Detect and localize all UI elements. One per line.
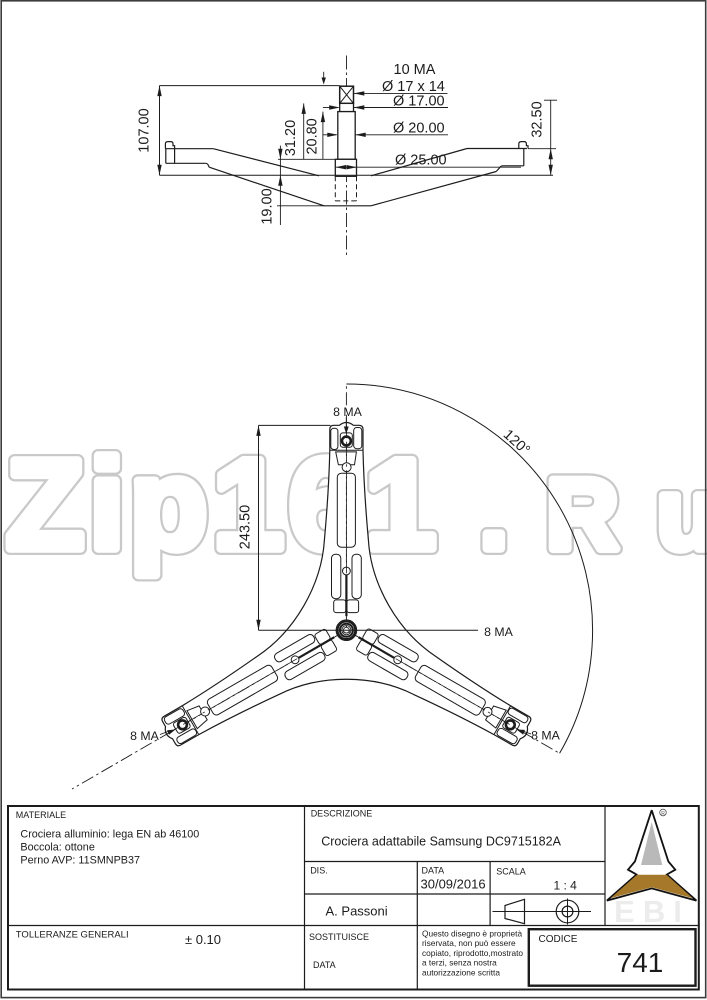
svg-text:DIS.: DIS. [310, 866, 328, 876]
svg-text:a terzi, senza nostra: a terzi, senza nostra [422, 958, 497, 968]
svg-text:Crociera adattabile Samsung DC: Crociera adattabile Samsung DC9715182A [321, 835, 561, 849]
svg-text:Ø 17 x 14: Ø 17 x 14 [382, 79, 445, 95]
svg-text:19.00: 19.00 [260, 188, 276, 224]
svg-text:EBI: EBI [614, 894, 690, 929]
svg-text:32.50: 32.50 [530, 101, 546, 137]
svg-text:8 MA: 8 MA [484, 625, 513, 639]
svg-text:A. Passoni: A. Passoni [326, 904, 388, 919]
svg-text:DATA: DATA [313, 960, 336, 970]
svg-text:autorizzazione scritta: autorizzazione scritta [422, 967, 500, 977]
svg-text:MATERIALE: MATERIALE [16, 810, 66, 820]
svg-text:SCALA: SCALA [496, 867, 526, 877]
svg-text:DATA: DATA [422, 866, 445, 876]
svg-text:243.50: 243.50 [238, 505, 254, 549]
svg-text:± 0.10: ± 0.10 [185, 932, 221, 947]
svg-text:Perno AVP: 11SMNPB37: Perno AVP: 11SMNPB37 [20, 855, 140, 867]
svg-text:Ø 20.00: Ø 20.00 [393, 120, 445, 136]
svg-text:Crociera alluminio: lega EN ab: Crociera alluminio: lega EN ab 46100 [20, 829, 199, 841]
svg-text:10 MA: 10 MA [394, 62, 436, 78]
svg-text:copiato, riprodotto,mostrato: copiato, riprodotto,mostrato [422, 948, 523, 958]
svg-text:1 : 4: 1 : 4 [554, 879, 578, 893]
svg-text:Ø 25.00: Ø 25.00 [395, 152, 447, 168]
svg-text:DESCRIZIONE: DESCRIZIONE [311, 808, 373, 818]
svg-text:TOLLERANZE GENERALI: TOLLERANZE GENERALI [16, 930, 129, 941]
svg-text:741: 741 [617, 947, 664, 978]
svg-text:8 MA: 8 MA [130, 729, 159, 743]
svg-text:Ø 17.00: Ø 17.00 [393, 94, 445, 110]
svg-text:Boccola: ottone: Boccola: ottone [20, 842, 94, 854]
svg-text:8 MA: 8 MA [531, 729, 560, 743]
svg-text:CODICE: CODICE [539, 934, 578, 945]
svg-text:Zip161: Zip161 [6, 434, 436, 577]
svg-text:8 MA: 8 MA [333, 405, 362, 419]
svg-text:riservata, non può essere: riservata, non può essere [422, 938, 516, 948]
svg-text:107.00: 107.00 [137, 108, 153, 152]
svg-text:SOSTITUISCE: SOSTITUISCE [309, 932, 369, 942]
svg-text:20.80: 20.80 [304, 118, 320, 154]
svg-text:R: R [661, 811, 665, 817]
svg-text:30/09/2016: 30/09/2016 [421, 876, 486, 891]
svg-text:31.20: 31.20 [283, 120, 299, 156]
svg-text:Questo disegno è proprietà: Questo disegno è proprietà [422, 929, 522, 939]
